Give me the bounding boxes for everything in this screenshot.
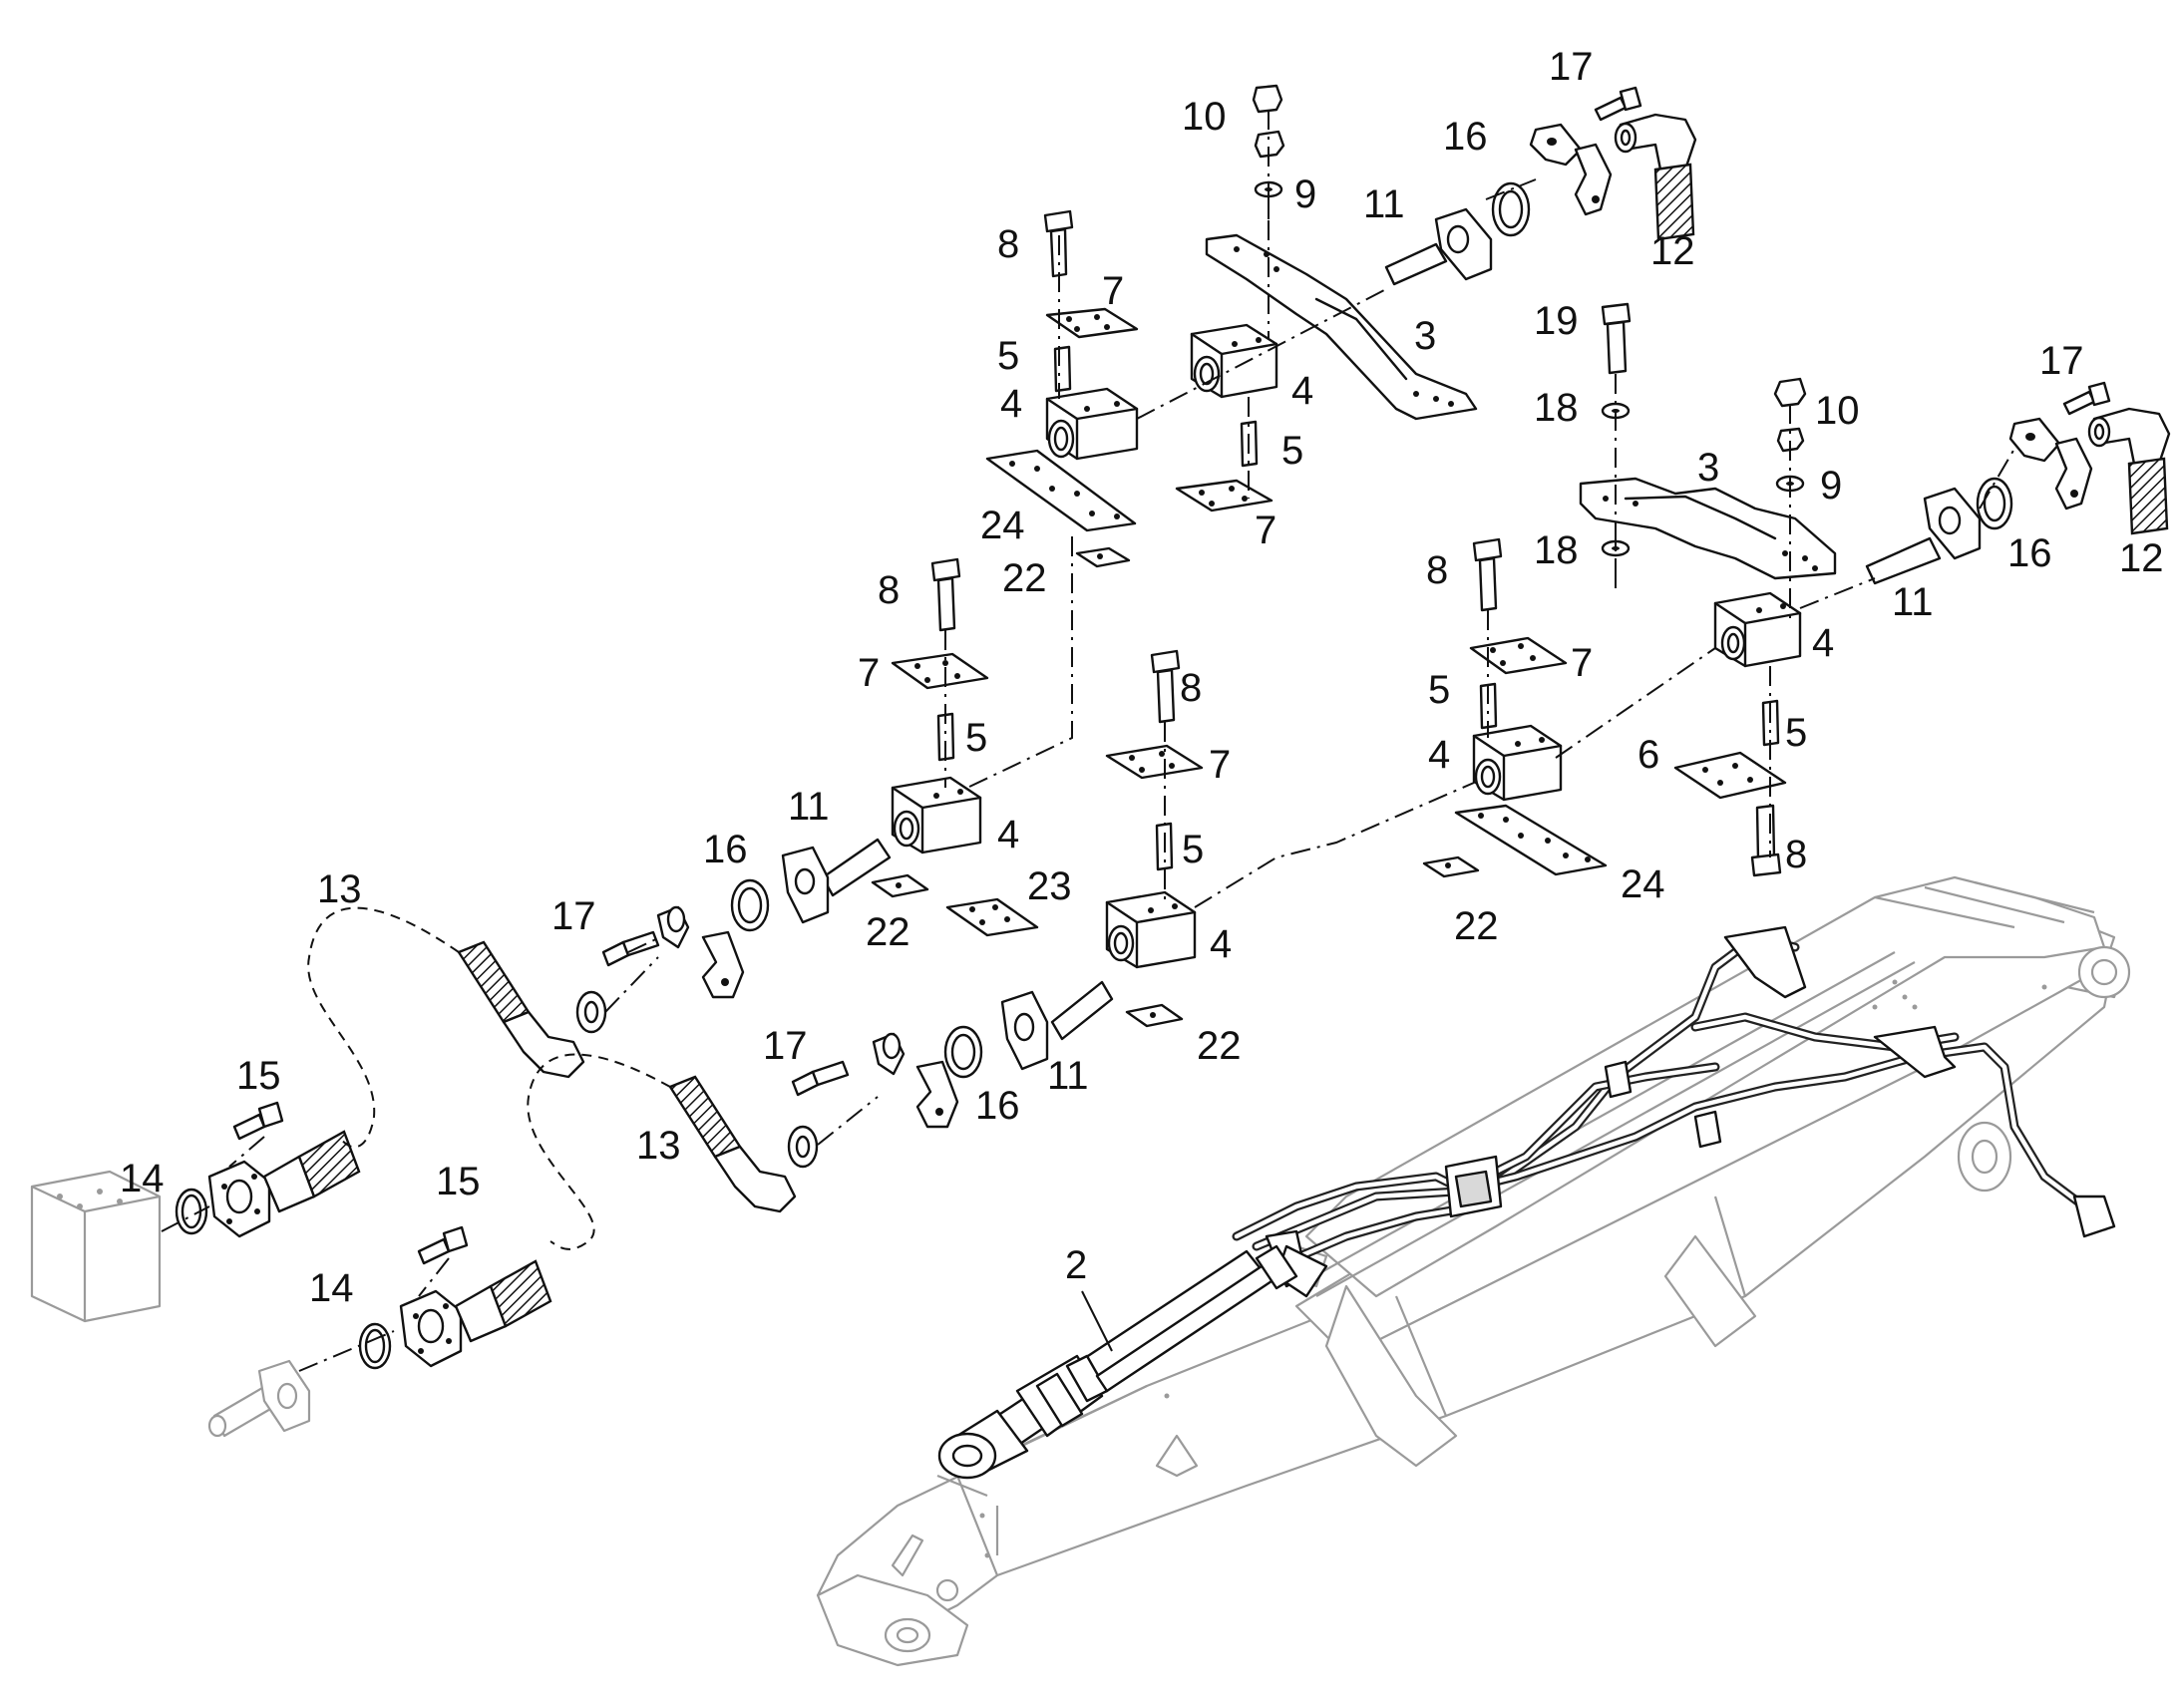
callout-7: 7 <box>858 651 880 695</box>
callout-22: 22 <box>866 910 910 954</box>
callout-9: 9 <box>1294 172 1316 216</box>
clamp-group-center <box>945 649 1204 1028</box>
callout-16: 16 <box>975 1084 1020 1128</box>
callout-17: 17 <box>2039 339 2084 383</box>
callout-16: 16 <box>1443 115 1488 159</box>
callout-7: 7 <box>1571 641 1593 685</box>
callout-16: 16 <box>703 828 748 871</box>
callout-15: 15 <box>436 1160 481 1203</box>
callout-12: 12 <box>1650 229 1695 273</box>
callout-8: 8 <box>1426 548 1448 592</box>
clamp-group-left <box>457 557 989 1079</box>
callout-8: 8 <box>1180 666 1202 710</box>
callout-5: 5 <box>1182 828 1204 871</box>
callout-22: 22 <box>1197 1024 1242 1068</box>
clamp-group-middle-right <box>1422 537 1608 878</box>
callout-8: 8 <box>997 222 1019 266</box>
callout-4: 4 <box>1000 382 1022 426</box>
assembly-leaders <box>161 110 2015 1372</box>
callout-13: 13 <box>636 1124 681 1168</box>
clamp-group-upper-middle <box>1175 84 1697 512</box>
callout-17: 17 <box>1549 45 1594 89</box>
callout-3: 3 <box>1414 314 1436 358</box>
callout-3: 3 <box>1697 446 1719 490</box>
callout-9: 9 <box>1820 464 1842 508</box>
callout-8: 8 <box>878 568 900 612</box>
callout-22: 22 <box>1454 904 1499 948</box>
callout-22: 22 <box>1002 556 1047 600</box>
callout-7: 7 <box>1255 509 1276 552</box>
callout-4: 4 <box>1428 733 1450 777</box>
callout-11: 11 <box>1363 182 1405 226</box>
callout-5: 5 <box>997 334 1019 378</box>
callout-4: 4 <box>997 813 1019 856</box>
manifold-group <box>30 1101 552 1438</box>
boom-hydraulic-lines <box>1232 925 2116 1298</box>
callout-11: 11 <box>788 785 830 829</box>
callout-4: 4 <box>1210 922 1232 966</box>
hose-group-lower <box>668 980 1114 1213</box>
callout-7: 7 <box>1102 269 1124 313</box>
callout-5: 5 <box>1785 711 1807 755</box>
callout-19: 19 <box>1534 299 1579 343</box>
callout-14: 14 <box>309 1266 354 1310</box>
clamp-group-upper-left <box>985 209 1139 568</box>
callout-2: 2 <box>1065 1243 1087 1287</box>
callout-11: 11 <box>1892 580 1934 624</box>
callout-16: 16 <box>2007 531 2052 575</box>
callout-labels: 17 10 16 9 11 12 8 7 3 5 4 4 19 17 5 18 … <box>120 45 2164 1310</box>
callout-18: 18 <box>1534 386 1579 430</box>
callout-12: 12 <box>2119 536 2164 580</box>
callout-13: 13 <box>317 867 362 911</box>
callout-5: 5 <box>965 716 987 760</box>
callout-14: 14 <box>120 1157 165 1200</box>
callout-24: 24 <box>980 504 1025 547</box>
callout-8: 8 <box>1785 833 1807 876</box>
callout-18: 18 <box>1534 528 1579 572</box>
clamp-group-upper-right <box>1579 302 2171 877</box>
callout-4: 4 <box>1812 621 1834 665</box>
callout-10: 10 <box>1182 95 1227 139</box>
callout-5: 5 <box>1428 668 1450 712</box>
callout-6: 6 <box>1637 733 1659 777</box>
callout-5: 5 <box>1281 429 1303 473</box>
boom-assembly <box>816 875 2131 1667</box>
callout-24: 24 <box>1621 862 1665 906</box>
callout-23: 23 <box>1027 864 1072 908</box>
callout-17: 17 <box>763 1024 808 1068</box>
boom-cylinder <box>937 1244 1298 1480</box>
callout-15: 15 <box>236 1054 281 1098</box>
callout-7: 7 <box>1209 743 1231 787</box>
callout-17: 17 <box>551 894 596 938</box>
callout-4: 4 <box>1291 369 1313 413</box>
callout-10: 10 <box>1815 389 1860 433</box>
callout-11: 11 <box>1047 1054 1089 1098</box>
